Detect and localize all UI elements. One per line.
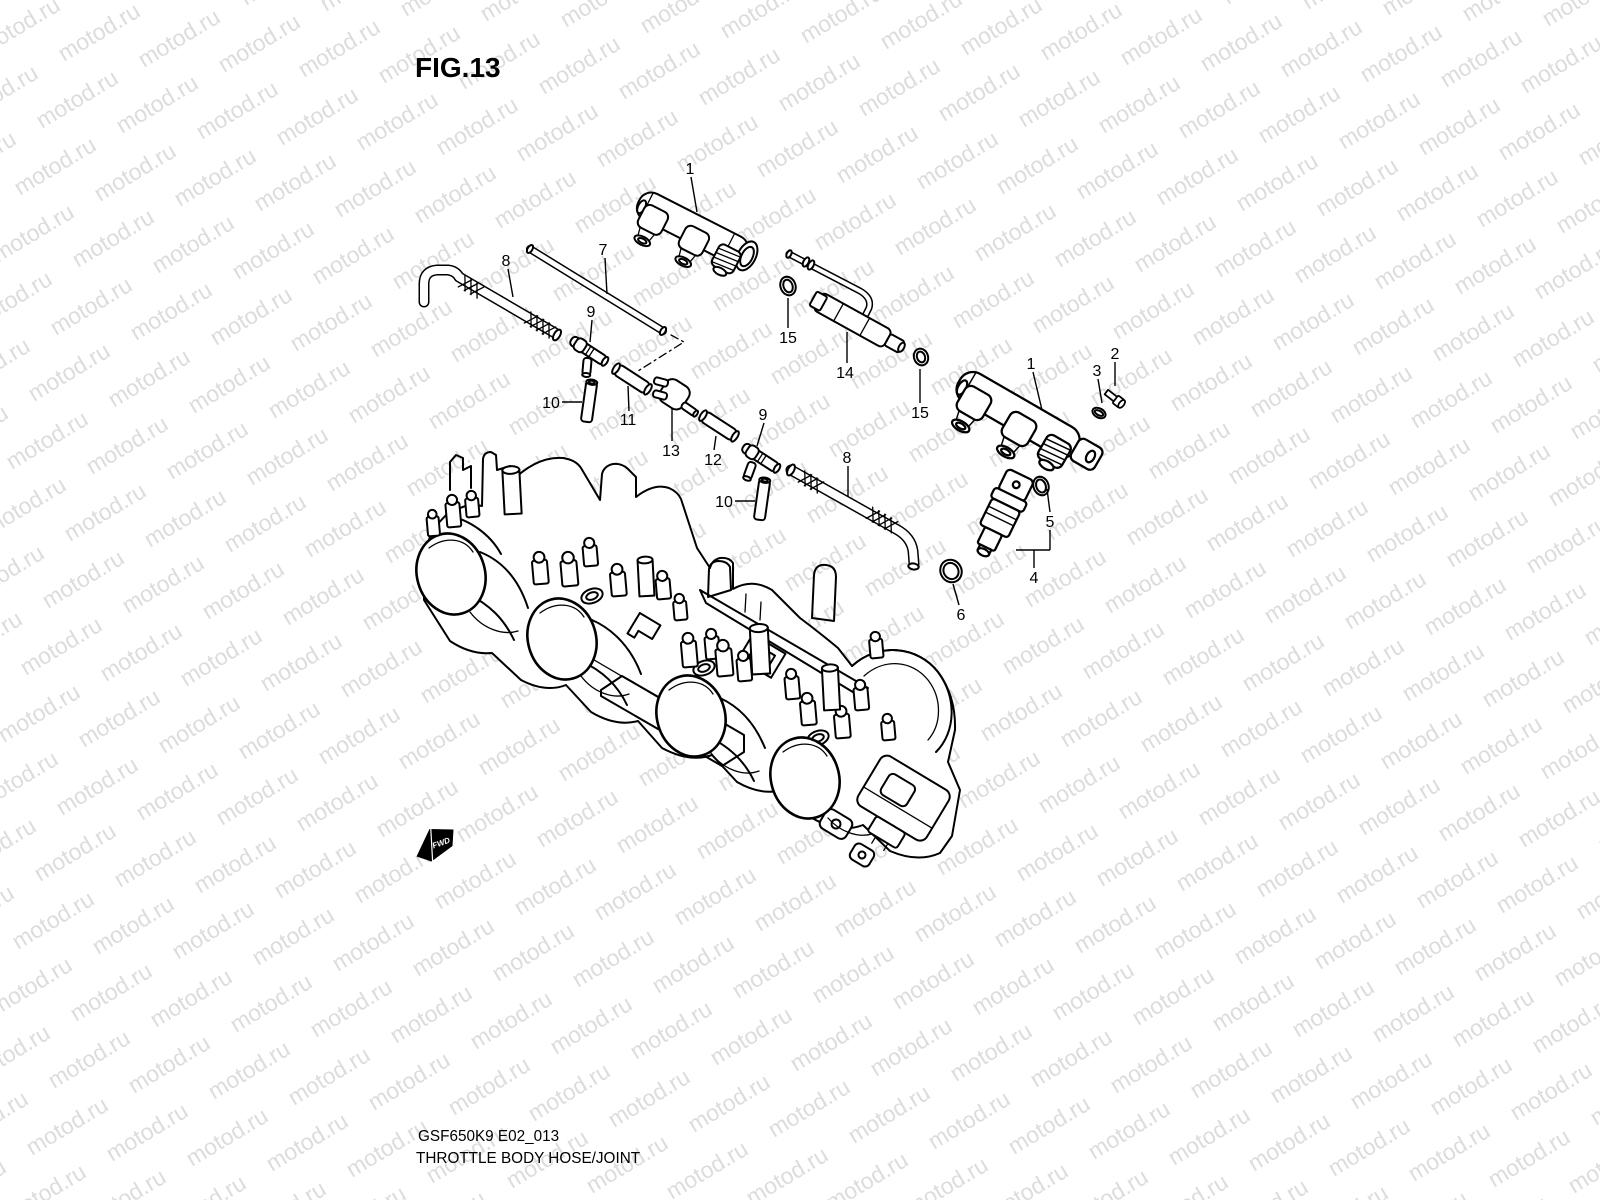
svg-text:10: 10 (715, 494, 733, 511)
svg-text:motod.ru: motod.ru (0, 1153, 10, 1200)
svg-text:6: 6 (957, 607, 966, 624)
svg-text:12: 12 (704, 452, 722, 469)
svg-text:4: 4 (1030, 570, 1039, 587)
svg-text:THROTTLE BODY HOSE/JOINT: THROTTLE BODY HOSE/JOINT (416, 1150, 640, 1167)
svg-text:9: 9 (587, 304, 596, 321)
svg-text:13: 13 (662, 443, 680, 460)
svg-text:15: 15 (911, 405, 929, 422)
svg-text:8: 8 (843, 450, 852, 467)
svg-text:FIG.13: FIG.13 (415, 52, 501, 83)
svg-text:8: 8 (502, 253, 511, 270)
svg-text:9: 9 (759, 407, 768, 424)
svg-text:1: 1 (1027, 356, 1036, 373)
svg-text:15: 15 (779, 330, 797, 347)
svg-text:10: 10 (542, 395, 560, 412)
svg-text:7: 7 (599, 242, 608, 259)
svg-text:2: 2 (1111, 346, 1120, 363)
svg-text:14: 14 (836, 365, 854, 382)
svg-text:1: 1 (686, 161, 695, 178)
svg-text:3: 3 (1093, 363, 1102, 380)
svg-text:11: 11 (620, 412, 637, 429)
svg-text:5: 5 (1046, 514, 1055, 531)
svg-text:GSF650K9 E02_013: GSF650K9 E02_013 (418, 1128, 559, 1145)
